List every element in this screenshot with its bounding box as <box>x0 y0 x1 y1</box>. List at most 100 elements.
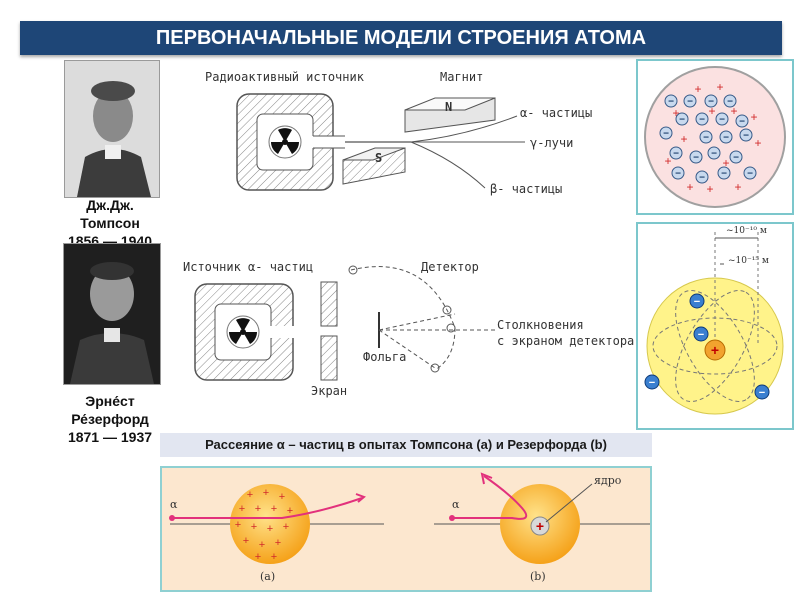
electron-mark <box>671 166 685 180</box>
electron-mark <box>735 114 749 128</box>
magnet-s-label: S <box>375 151 383 165</box>
plus-sign: + <box>754 136 761 150</box>
thomson-model: −−−−−−−−−−−−−−−−−−−−+++++++++++++ <box>644 66 786 208</box>
plus-sign: + <box>716 80 723 94</box>
electron-mark <box>729 150 743 164</box>
scattering-panel: ++++++++++++++++ + α α ядро (a) (b) <box>160 466 652 592</box>
minus-sign: − <box>743 131 749 142</box>
electron-mark <box>707 146 721 160</box>
svg-text:−: − <box>759 387 765 399</box>
rutherford-model-box: + − − − − ~10⁻¹⁰ м ~10⁻¹⁵ м <box>636 222 794 430</box>
minus-sign: − <box>733 153 739 164</box>
scale-nucleus-label: ~10⁻¹⁵ м <box>728 256 769 266</box>
minus-sign: − <box>699 173 705 184</box>
thomson-caption: Дж.Дж. Томпсон 1856 — 1940 <box>55 196 165 250</box>
exp2-foil-label: Фольга <box>363 350 407 364</box>
plus-sign: + <box>750 110 757 124</box>
alpha-label-a: α <box>170 498 178 511</box>
rutherford-model: + − − − − <box>638 224 792 428</box>
minus-sign: − <box>675 169 681 180</box>
scattering-caption: Рассеяние α – частиц в опытах Томпсона (… <box>160 433 652 457</box>
plus-sign: + <box>275 537 281 549</box>
exp2-collision-line1: Столкновения <box>497 318 584 332</box>
exp1-magnet-label: Магнит <box>440 70 484 84</box>
plus-sign: + <box>239 503 245 515</box>
electron-mark <box>723 94 737 108</box>
svg-text:−: − <box>649 377 655 389</box>
minus-sign: − <box>721 169 727 180</box>
minus-sign: − <box>668 97 674 108</box>
electron: − <box>689 293 705 309</box>
exp1-gamma-label: γ-лучи <box>530 136 574 150</box>
minus-sign: − <box>693 153 699 164</box>
electron-mark <box>719 130 733 144</box>
plus-sign: + <box>694 82 701 96</box>
minus-sign: − <box>719 115 725 126</box>
plus-sign: + <box>235 519 241 531</box>
plus-sign: + <box>267 523 273 535</box>
electron-mark <box>717 166 731 180</box>
plus-sign: + <box>287 505 293 517</box>
thomson-photo <box>65 61 159 197</box>
electron-mark <box>743 166 757 180</box>
electron-mark <box>739 128 753 142</box>
plus-sign: + <box>279 491 285 503</box>
plus-sign: + <box>730 104 737 118</box>
svg-text:+: + <box>711 342 719 358</box>
plus-sign: + <box>686 180 693 194</box>
page-title: ПЕРВОНАЧАЛЬНЫЕ МОДЕЛИ СТРОЕНИЯ АТОМА <box>20 21 782 55</box>
electron-mark <box>689 150 703 164</box>
radiation-icon <box>226 315 260 349</box>
exp2-source-label: Источник α- частиц <box>183 260 314 274</box>
minus-sign: − <box>708 97 714 108</box>
nucleus-label: ядро <box>594 474 622 487</box>
svg-text:+: + <box>536 518 544 534</box>
minus-sign: − <box>739 117 745 128</box>
exp1-diagram: Радиоактивный источник Магнит α- частицы… <box>165 60 625 220</box>
electron: − <box>644 374 660 390</box>
minus-sign: − <box>703 133 709 144</box>
electron-mark <box>664 94 678 108</box>
svg-text:−: − <box>698 329 704 341</box>
exp2-collision-line2: с экраном детектора <box>497 334 635 348</box>
minus-sign: − <box>699 115 705 126</box>
plus-sign: + <box>255 503 261 515</box>
exp2-drawing <box>194 265 495 381</box>
plus-sign: + <box>251 521 257 533</box>
plus-sign: + <box>706 182 713 196</box>
plus-sign: + <box>708 104 715 118</box>
plus-sign: + <box>263 487 269 499</box>
minus-sign: − <box>679 115 685 126</box>
rutherford-name-line2: Ре́зерфорд <box>71 411 149 427</box>
plus-sign: + <box>271 551 277 563</box>
plus-sign: + <box>271 503 277 515</box>
exp1-alpha-label: α- частицы <box>520 106 593 120</box>
scale-atom-label: ~10⁻¹⁰ м <box>726 226 767 236</box>
electron-mark <box>704 94 718 108</box>
plus-sign: + <box>255 551 261 563</box>
electron: − <box>693 326 709 342</box>
rutherford-photo <box>64 244 160 384</box>
alpha-label-b: α <box>452 498 460 511</box>
exp1-drawing <box>236 93 525 191</box>
electron-mark <box>675 112 689 126</box>
scatter-a-charges: ++++++++++++++++ <box>235 487 293 563</box>
exp2-screen-label: Экран <box>311 384 348 398</box>
thomson-name-line1: Дж.Дж. <box>86 197 134 213</box>
plus-sign: + <box>680 132 687 146</box>
panel-b-label: (b) <box>530 570 546 583</box>
plus-sign: + <box>283 521 289 533</box>
thomson-model-box: −−−−−−−−−−−−−−−−−−−−+++++++++++++ <box>636 59 794 215</box>
plus-sign: + <box>734 180 741 194</box>
plus-sign: + <box>722 156 729 170</box>
rutherford-years: 1871 — 1937 <box>67 429 153 445</box>
rutherford-name-line1: Эрне́ст <box>85 393 135 409</box>
scattering-drawing: ++++++++++++++++ + <box>169 472 650 564</box>
thomson-name-line2: Томпсон <box>80 215 140 231</box>
radiation-icon <box>268 125 302 159</box>
plus-sign: + <box>672 106 679 120</box>
electron-mark <box>659 126 673 140</box>
rutherford-portrait <box>63 243 161 385</box>
panel-a-label: (a) <box>260 570 276 583</box>
electron-mark <box>683 94 697 108</box>
